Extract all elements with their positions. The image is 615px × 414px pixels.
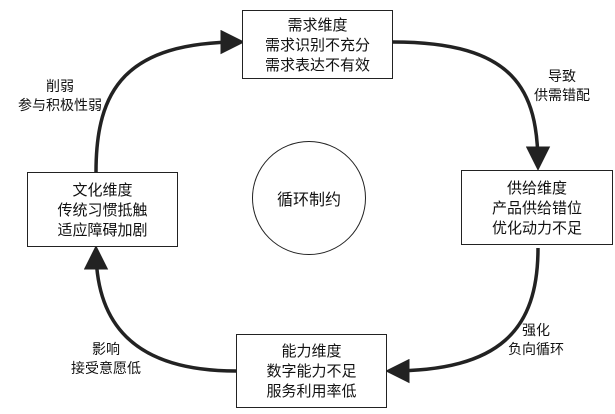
edge-label-top-right-line2: 供需错配 xyxy=(534,88,590,104)
edge-label-left-top: 削弱 参与积极性弱 xyxy=(2,78,118,116)
edge-label-bottom-left-line2: 接受意愿低 xyxy=(71,361,141,377)
node-demand-line1: 需求识别不充分 xyxy=(264,35,370,54)
node-capability-title: 能力维度 xyxy=(281,342,342,360)
node-demand-line2: 需求表达不有效 xyxy=(264,55,370,74)
node-demand-title: 需求维度 xyxy=(287,15,348,34)
arrow-bottom-to-left xyxy=(83,245,237,373)
edge-label-top-right: 导致 供需错配 xyxy=(524,68,600,106)
arrow-left-to-top xyxy=(94,29,245,173)
edge-label-top-right-line1: 导致 xyxy=(548,69,576,85)
edge-label-right-bottom-line1: 强化 xyxy=(522,323,550,339)
arrow-top-to-right xyxy=(392,40,551,171)
edge-label-right-bottom: 强化 负向循环 xyxy=(498,322,574,360)
edge-label-left-top-line1: 削弱 xyxy=(46,79,74,95)
node-culture-title: 文化维度 xyxy=(72,180,133,199)
node-supply: 供给维度 产品供给错位 优化动力不足 xyxy=(461,170,613,245)
node-culture: 文化维度 传统习惯抵触 适应障碍加剧 xyxy=(27,172,178,247)
center-label: 循环制约 xyxy=(276,190,341,209)
node-capability: 能力维度 数字能力不足 服务利用率低 xyxy=(236,334,387,408)
edge-label-right-bottom-line2: 负向循环 xyxy=(508,342,564,358)
node-supply-line2: 优化动力不足 xyxy=(491,218,582,237)
node-supply-line1: 产品供给错位 xyxy=(491,198,582,217)
arrow-right-to-bottom xyxy=(385,247,540,384)
node-culture-line1: 传统习惯抵触 xyxy=(57,200,148,219)
node-capability-line2: 服务利用率低 xyxy=(266,382,357,400)
node-supply-title: 供给维度 xyxy=(506,178,567,197)
edge-label-left-top-line2: 参与积极性弱 xyxy=(18,98,102,114)
edge-label-bottom-left: 影响 接受意愿低 xyxy=(60,341,152,379)
center-circle: 循环制约 xyxy=(252,141,366,255)
node-demand: 需求维度 需求识别不充分 需求表达不有效 xyxy=(242,10,393,79)
node-culture-line2: 适应障碍加剧 xyxy=(57,220,148,239)
node-capability-line1: 数字能力不足 xyxy=(266,362,357,380)
edge-label-bottom-left-line1: 影响 xyxy=(92,342,120,358)
